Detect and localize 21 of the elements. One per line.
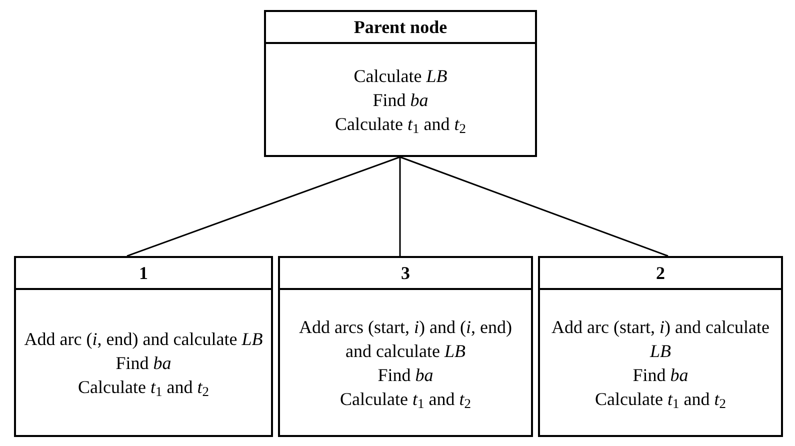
node-text: Calculate t$_{1}$ and t$_{2}$ (78, 376, 209, 398)
connector-line (399, 157, 401, 256)
node-title: 3 (401, 264, 410, 282)
node-text: Add arc (i, end) and calculate LB (24, 328, 263, 350)
tree-node-box (538, 256, 783, 437)
node-text: Calculate LB (354, 64, 448, 88)
node-text: Find ba (632, 364, 688, 386)
tree-node-box (278, 256, 533, 437)
node-title: Parent node (354, 18, 448, 36)
node-title: 1 (139, 264, 148, 282)
node-text: Find ba (372, 88, 428, 112)
connector-line (126, 156, 400, 257)
node-text: Find ba (378, 364, 434, 386)
node-title: 2 (656, 264, 665, 282)
node-text: Find ba (116, 352, 172, 374)
node-text: Calculate t$_{1}$ and t$_{2}$ (335, 112, 466, 136)
tree-node-box (264, 10, 537, 157)
tree-node-box (14, 256, 273, 437)
node-text: Calculate t$_{1}$ and t$_{2}$ (340, 388, 471, 410)
node-text: Calculate t$_{1}$ and t$_{2}$ (595, 388, 726, 410)
connector-line (400, 156, 668, 257)
